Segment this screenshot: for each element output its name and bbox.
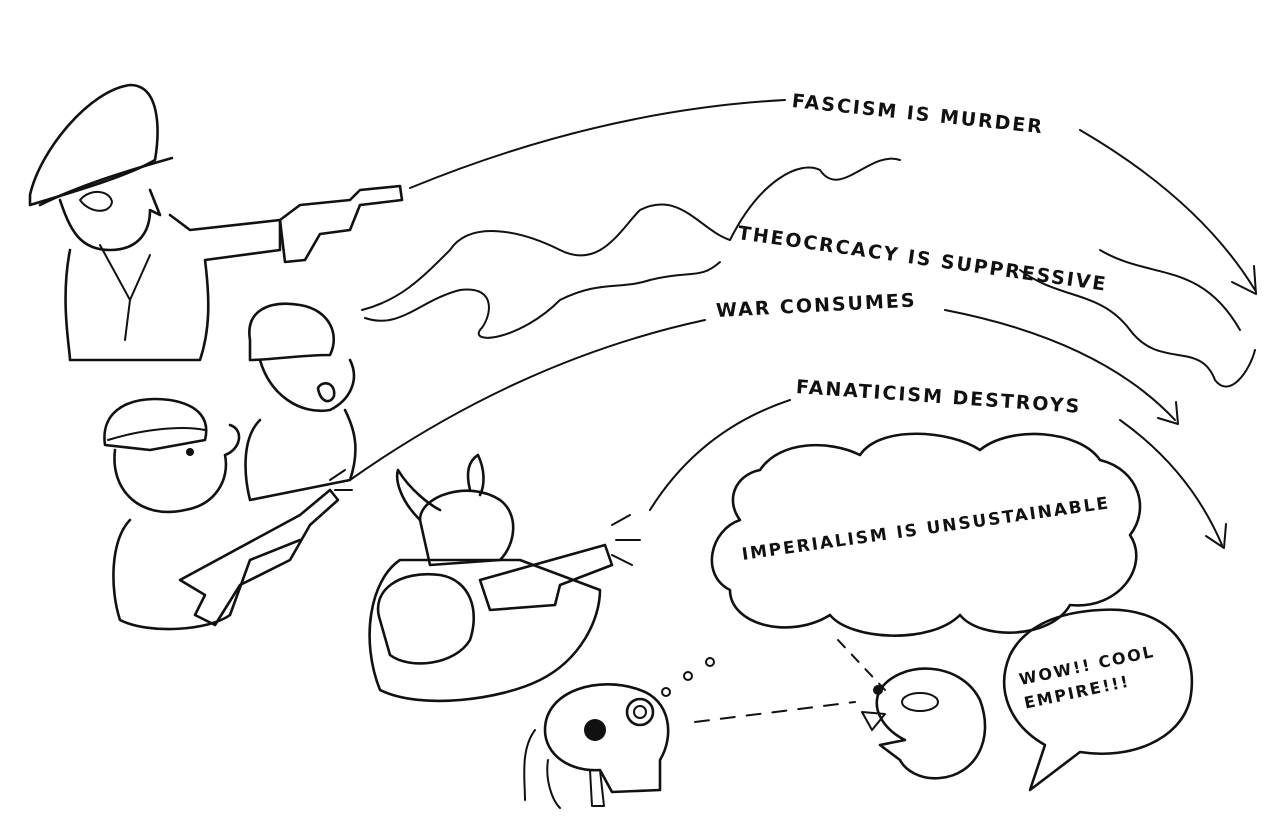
marine-horn-right xyxy=(466,453,485,497)
thought-dash-line xyxy=(837,639,886,691)
war-arc xyxy=(349,319,706,481)
fascism-arrowhead xyxy=(1231,265,1257,295)
soldier-rifle xyxy=(178,488,340,627)
officer-cap xyxy=(28,83,159,207)
creature-mouth xyxy=(861,711,886,731)
marine-horn-left xyxy=(395,468,442,522)
spark-lines xyxy=(329,469,353,491)
thought-dot xyxy=(683,671,693,681)
soldier-front-eye xyxy=(186,448,194,456)
thought-dot xyxy=(705,657,715,667)
creature-eye xyxy=(873,685,883,695)
officer-pistol xyxy=(278,184,404,264)
officer-cap-band xyxy=(38,156,174,207)
creature-body xyxy=(875,667,987,780)
thought-cloud xyxy=(710,432,1142,637)
officer-face xyxy=(58,188,162,252)
smoke-trail xyxy=(361,157,1256,388)
skull-eye-socket xyxy=(584,719,606,741)
soldier-back-head xyxy=(258,358,356,413)
war-arrow-arc xyxy=(944,309,1176,421)
creature-eye-ring xyxy=(901,692,939,712)
fanaticism-arrow-arc xyxy=(1119,419,1223,546)
soldier-front-face xyxy=(113,423,241,514)
thought-dot xyxy=(661,687,671,697)
fascism-arc xyxy=(409,99,786,189)
war-arrowhead xyxy=(1157,401,1179,425)
soldier-front-headband xyxy=(107,427,206,441)
soldier-front-helmet xyxy=(103,397,208,452)
gaze-dash-line xyxy=(694,701,856,723)
speech-bubble xyxy=(1002,608,1194,792)
skull-lens xyxy=(625,697,655,727)
officer-glasses xyxy=(79,191,113,212)
fascism-arrow-arc xyxy=(1079,129,1256,291)
soldier-helmet-back xyxy=(248,302,336,362)
marine-bolter xyxy=(478,543,614,612)
soldier-front-body xyxy=(112,518,302,631)
soldier-back-mouth xyxy=(316,382,336,403)
muzzle-flash xyxy=(611,514,641,566)
soldier-back-body xyxy=(244,408,357,502)
skull-cables xyxy=(523,729,605,809)
marine-helmet xyxy=(418,489,515,567)
marine-pauldron xyxy=(376,572,475,665)
fanaticism-arrowhead xyxy=(1205,523,1227,549)
skull-lens-inner xyxy=(633,705,647,719)
skull-head xyxy=(543,682,670,794)
marine-body xyxy=(368,558,602,703)
officer-coat xyxy=(64,213,282,362)
fanaticism-arc xyxy=(649,399,791,511)
officer-collar xyxy=(99,244,151,341)
